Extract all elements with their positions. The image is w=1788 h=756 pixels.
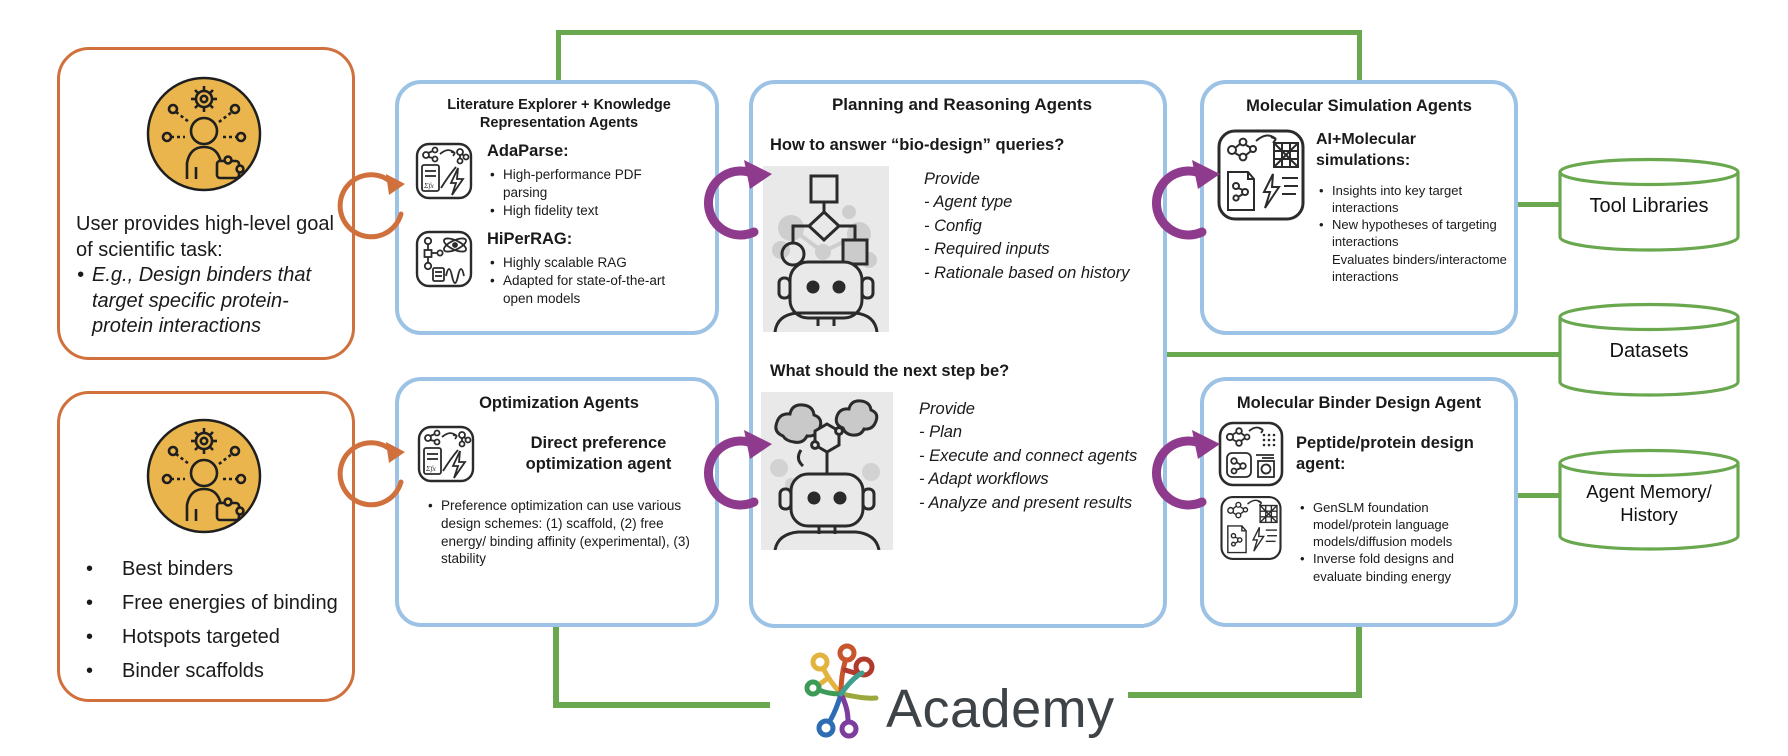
- user-gear-icon: [145, 75, 263, 193]
- connector-datasets: [1165, 352, 1562, 357]
- academy-logo: Academy: [798, 640, 1118, 750]
- optimization-box-title: Optimization Agents: [479, 394, 639, 412]
- provide-line: - Analyze and present results: [919, 493, 1133, 512]
- planner-robot-image: [763, 166, 889, 332]
- provide-line: Provide: [924, 170, 980, 188]
- planning-question-2: What should the next step be?: [770, 362, 1010, 380]
- connector-bottom-right-horizontal: [1128, 692, 1362, 698]
- simulation-box-title: Molecular Simulation Agents: [1246, 97, 1472, 115]
- list-item: Adapted for state-of-the-art open models: [489, 272, 689, 308]
- hiperrag-graph-icon: [415, 230, 473, 288]
- planning-provide-list-2: Provide - Plan - Execute and connect age…: [919, 398, 1137, 515]
- molecule-matrix-icon: [1218, 421, 1284, 487]
- store-label: Agent Memory/ History: [1586, 481, 1712, 526]
- connector-bottom-right-vertical: [1356, 625, 1362, 698]
- list-item: Free energies of binding: [80, 591, 345, 616]
- connector-top-right-vertical: [1357, 30, 1362, 84]
- results-list: Best binders Free energies of binding Ho…: [80, 557, 345, 693]
- list-item: GenSLM foundation model/protein language…: [1299, 499, 1504, 550]
- molecular-simulation-box: Molecular Simulation Agents: [1200, 80, 1518, 335]
- optimization-doc-icon: Σfx: [417, 425, 475, 483]
- provide-line: - Plan: [919, 423, 963, 442]
- user-goal-text: User provides high-level goal of scienti…: [76, 212, 342, 340]
- connector-top-left-vertical: [556, 30, 561, 84]
- planning-box-title: Planning and Reasoning Agents: [831, 95, 1093, 114]
- orange-cycle-arrow: [332, 164, 414, 248]
- list-item: Insights into key target interactions: [1318, 182, 1510, 216]
- user-goal-example: E.g., Design binders that target specifi…: [76, 263, 342, 340]
- provide-line: - Required inputs: [924, 240, 1050, 259]
- store-label: Datasets: [1609, 340, 1689, 362]
- adaparse-name: AdaParse:: [487, 142, 569, 160]
- literature-box-title: Literature Explorer + Knowledge Represen…: [447, 97, 671, 132]
- list-item: Highly scalable RAG: [489, 254, 689, 272]
- planning-provide-list-1: Provide - Agent type - Config - Required…: [924, 168, 1129, 285]
- provide-line: - Adapt workflows: [919, 470, 1049, 489]
- purple-cycle-arrow: [692, 428, 782, 518]
- agent-memory-store: Agent Memory/ History: [1556, 448, 1742, 552]
- connector-top-horizontal: [556, 30, 1362, 35]
- provide-line: - Agent type: [924, 193, 1013, 212]
- planning-reasoning-box: Planning and Reasoning Agents How to ans…: [749, 80, 1167, 628]
- provide-line: - Execute and connect agents: [919, 446, 1138, 465]
- adaparse-bullets: High-performance PDF parsing High fideli…: [489, 166, 674, 219]
- connector-bottom-left-horizontal: [553, 702, 770, 708]
- hiperrag-bullets: Highly scalable RAG Adapted for state-of…: [489, 254, 689, 307]
- list-item-continuation: Evaluates binders/interactome interactio…: [1332, 251, 1507, 284]
- adaparse-doc-icon: Σfx: [415, 142, 473, 200]
- list-item: Binder scaffolds: [80, 659, 345, 684]
- datasets-store: Datasets: [1556, 302, 1742, 398]
- list-item: High-performance PDF parsing: [489, 166, 674, 202]
- molecule-lattice-doc-icon: [1216, 128, 1306, 222]
- connector-bottom-left-vertical: [553, 625, 559, 708]
- molecule-lattice-doc-icon: [1218, 495, 1284, 561]
- optimization-agent-name: Direct preference optimization agent: [525, 434, 672, 473]
- molecular-binder-box: Molecular Binder Design Agent: [1200, 377, 1518, 627]
- simulation-heading: AI+Molecular simulations:: [1316, 131, 1417, 169]
- orange-cycle-arrow: [332, 432, 414, 516]
- user-goal-box: User provides high-level goal of scienti…: [57, 47, 355, 360]
- purple-cycle-arrow: [1140, 158, 1230, 248]
- connector-tool-libraries: [1514, 202, 1562, 207]
- optimization-bullet: Preference optimization can use various …: [427, 497, 703, 568]
- planning-question-1: How to answer “bio-design” queries?: [770, 136, 1065, 154]
- thinker-robot-image: [761, 392, 893, 550]
- provide-line: Provide: [919, 400, 975, 418]
- results-box: Best binders Free energies of binding Ho…: [57, 391, 355, 702]
- user-goal-intro: User provides high-level goal of scienti…: [76, 213, 334, 261]
- provide-line: - Rationale based on history: [924, 263, 1130, 282]
- tool-libraries-store: Tool Libraries: [1556, 157, 1742, 253]
- literature-explorer-box: Literature Explorer + Knowledge Represen…: [395, 80, 719, 335]
- connector-agent-memory: [1514, 493, 1562, 498]
- svg-text:Σfx: Σfx: [423, 181, 435, 190]
- purple-cycle-arrow: [692, 158, 782, 248]
- user-gear-icon: [145, 417, 263, 535]
- optimization-agents-box: Optimization Agents Σfx Dir: [395, 377, 719, 627]
- list-item: Hotspots targeted: [80, 625, 345, 650]
- list-item: Inverse fold designs and evaluate bindin…: [1299, 550, 1504, 584]
- list-item: High fidelity text: [489, 202, 674, 220]
- simulation-bullets: Insights into key target interactions Ne…: [1318, 182, 1510, 285]
- svg-text:Σfx: Σfx: [425, 464, 437, 473]
- list-item: Best binders: [80, 557, 345, 582]
- binder-heading: Peptide/protein design agent:: [1296, 434, 1474, 474]
- list-item: Preference optimization can use various …: [427, 497, 703, 568]
- binder-box-title: Molecular Binder Design Agent: [1236, 394, 1482, 412]
- academy-logo-icon: [798, 640, 884, 744]
- academy-logo-text: Academy: [886, 679, 1115, 739]
- list-item: New hypotheses of targeting interactions: [1318, 216, 1510, 250]
- provide-line: - Config: [924, 216, 982, 235]
- hiperrag-name: HiPerRAG:: [487, 230, 573, 248]
- store-label: Tool Libraries: [1589, 195, 1709, 217]
- binder-bullets: GenSLM foundation model/protein language…: [1299, 499, 1504, 585]
- purple-cycle-arrow: [1140, 428, 1230, 518]
